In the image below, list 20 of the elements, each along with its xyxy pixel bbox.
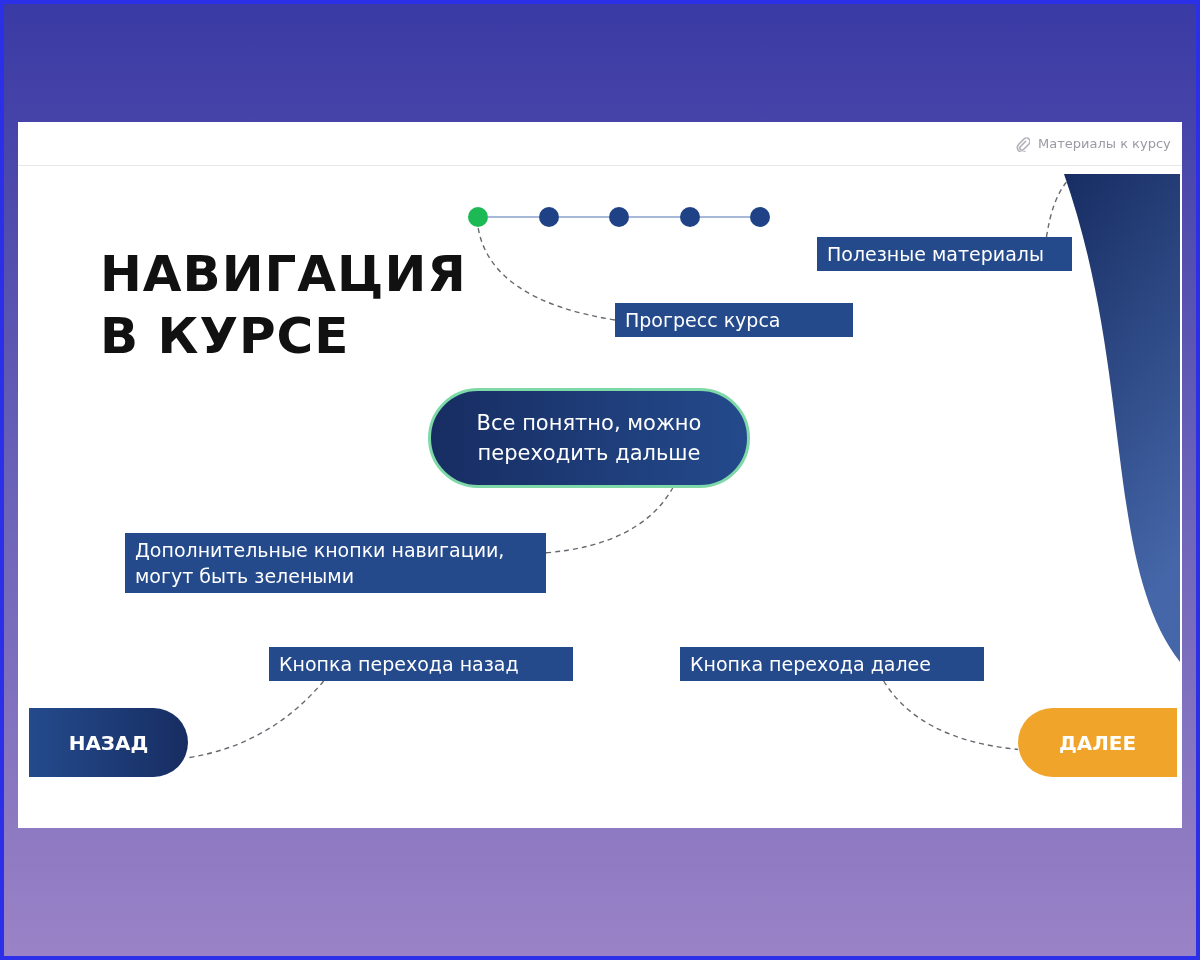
- leader-line: [477, 226, 616, 321]
- progress-line: [628, 216, 681, 218]
- back-button: НАЗАД: [29, 708, 188, 777]
- header-link: Материалы к курсу: [1038, 136, 1171, 151]
- slide-title: НАВИГАЦИЯ В КУРСЕ: [100, 244, 460, 367]
- callout-label: Дополнительные кнопки навигации, могут быть зелеными: [125, 533, 546, 593]
- next-button: ДАЛЕЕ: [1018, 708, 1177, 777]
- callout-label: Прогресс курса: [615, 303, 853, 337]
- callout-label: Кнопка перехода далее: [680, 647, 984, 681]
- progress-line: [699, 216, 751, 218]
- leader-line: [882, 680, 1019, 751]
- leader-line: [545, 487, 674, 554]
- leader-line: [187, 680, 325, 759]
- callout-label: Кнопка перехода назад: [269, 647, 573, 681]
- progress-line: [487, 216, 540, 218]
- leader-line: [1045, 181, 1067, 238]
- progress-line: [558, 216, 610, 218]
- decorative-wave: [1064, 174, 1180, 662]
- pill-button: Все понятно, можно переходить дальше: [428, 388, 750, 488]
- callout-label: Полезные материалы: [817, 237, 1072, 271]
